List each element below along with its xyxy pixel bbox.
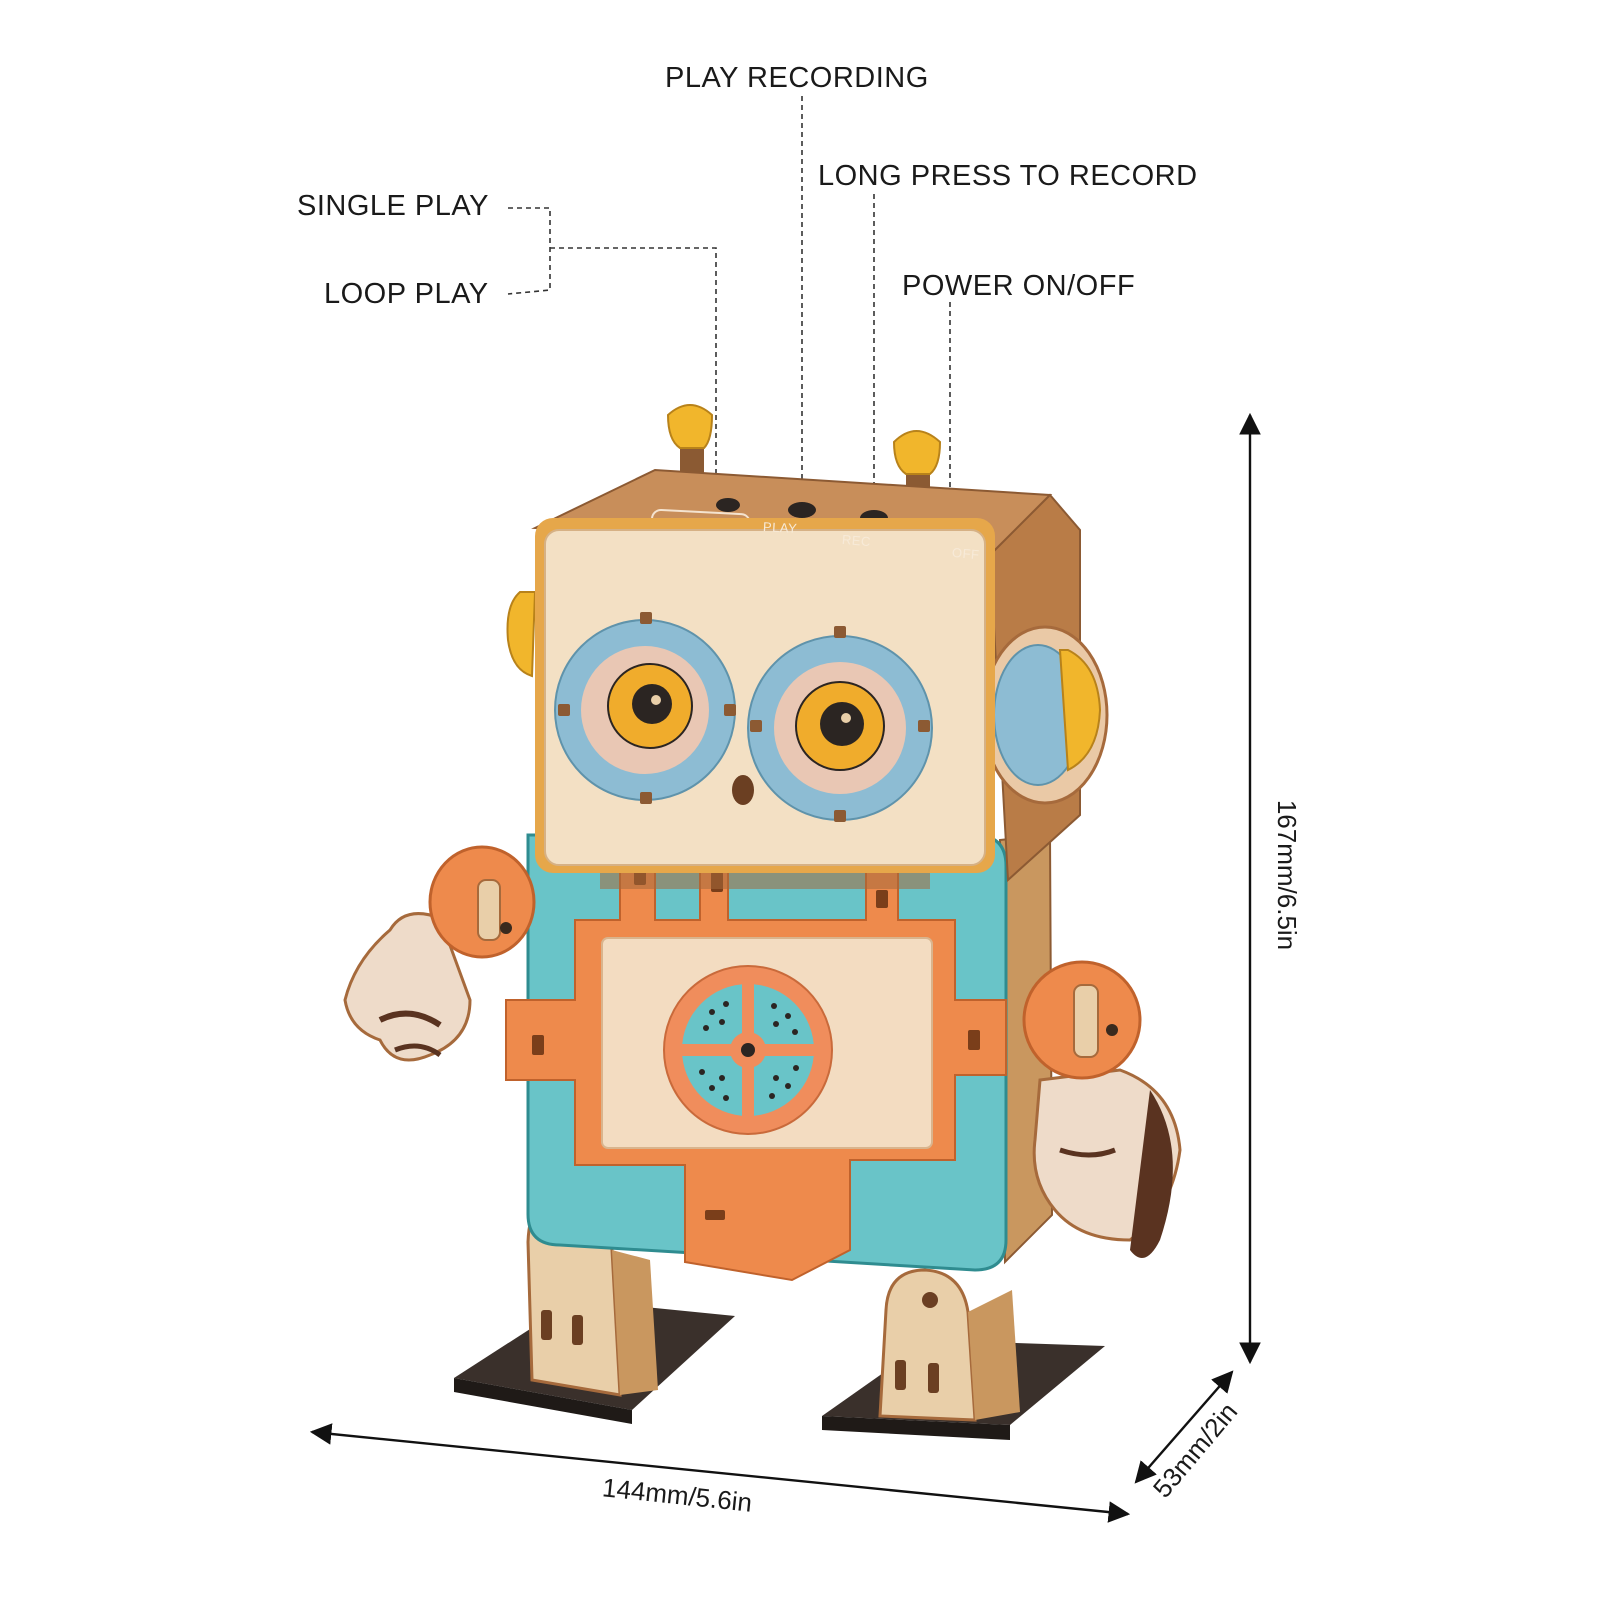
callout-leaders [507, 96, 951, 526]
neck [600, 873, 930, 889]
dimension-arrows [309, 412, 1261, 1523]
head-face [535, 518, 995, 873]
label-power-on-off: POWER ON/OFF [902, 270, 1136, 302]
panel-text-rec: REC [841, 531, 872, 550]
panel-text-play: PLAY [762, 519, 798, 536]
left-arm [343, 845, 536, 1062]
label-loop-play: LOOP PLAY [324, 278, 489, 310]
ears [506, 591, 1109, 805]
width-arrow [309, 1423, 1131, 1523]
depth-arrow [1134, 1370, 1234, 1484]
leader-single-play [507, 207, 551, 295]
right-arm [1022, 960, 1182, 1258]
label-single-play: SINGLE PLAY [297, 190, 489, 222]
torso [505, 833, 1008, 1282]
dimension-height: 167mm/6.5in [1272, 799, 1303, 951]
label-long-press-to-record: LONG PRESS TO RECORD [818, 160, 1198, 192]
panel-text-off: OFF [951, 544, 981, 563]
leader-loop-play [550, 247, 717, 504]
label-play-recording: PLAY RECORDING [665, 62, 929, 94]
